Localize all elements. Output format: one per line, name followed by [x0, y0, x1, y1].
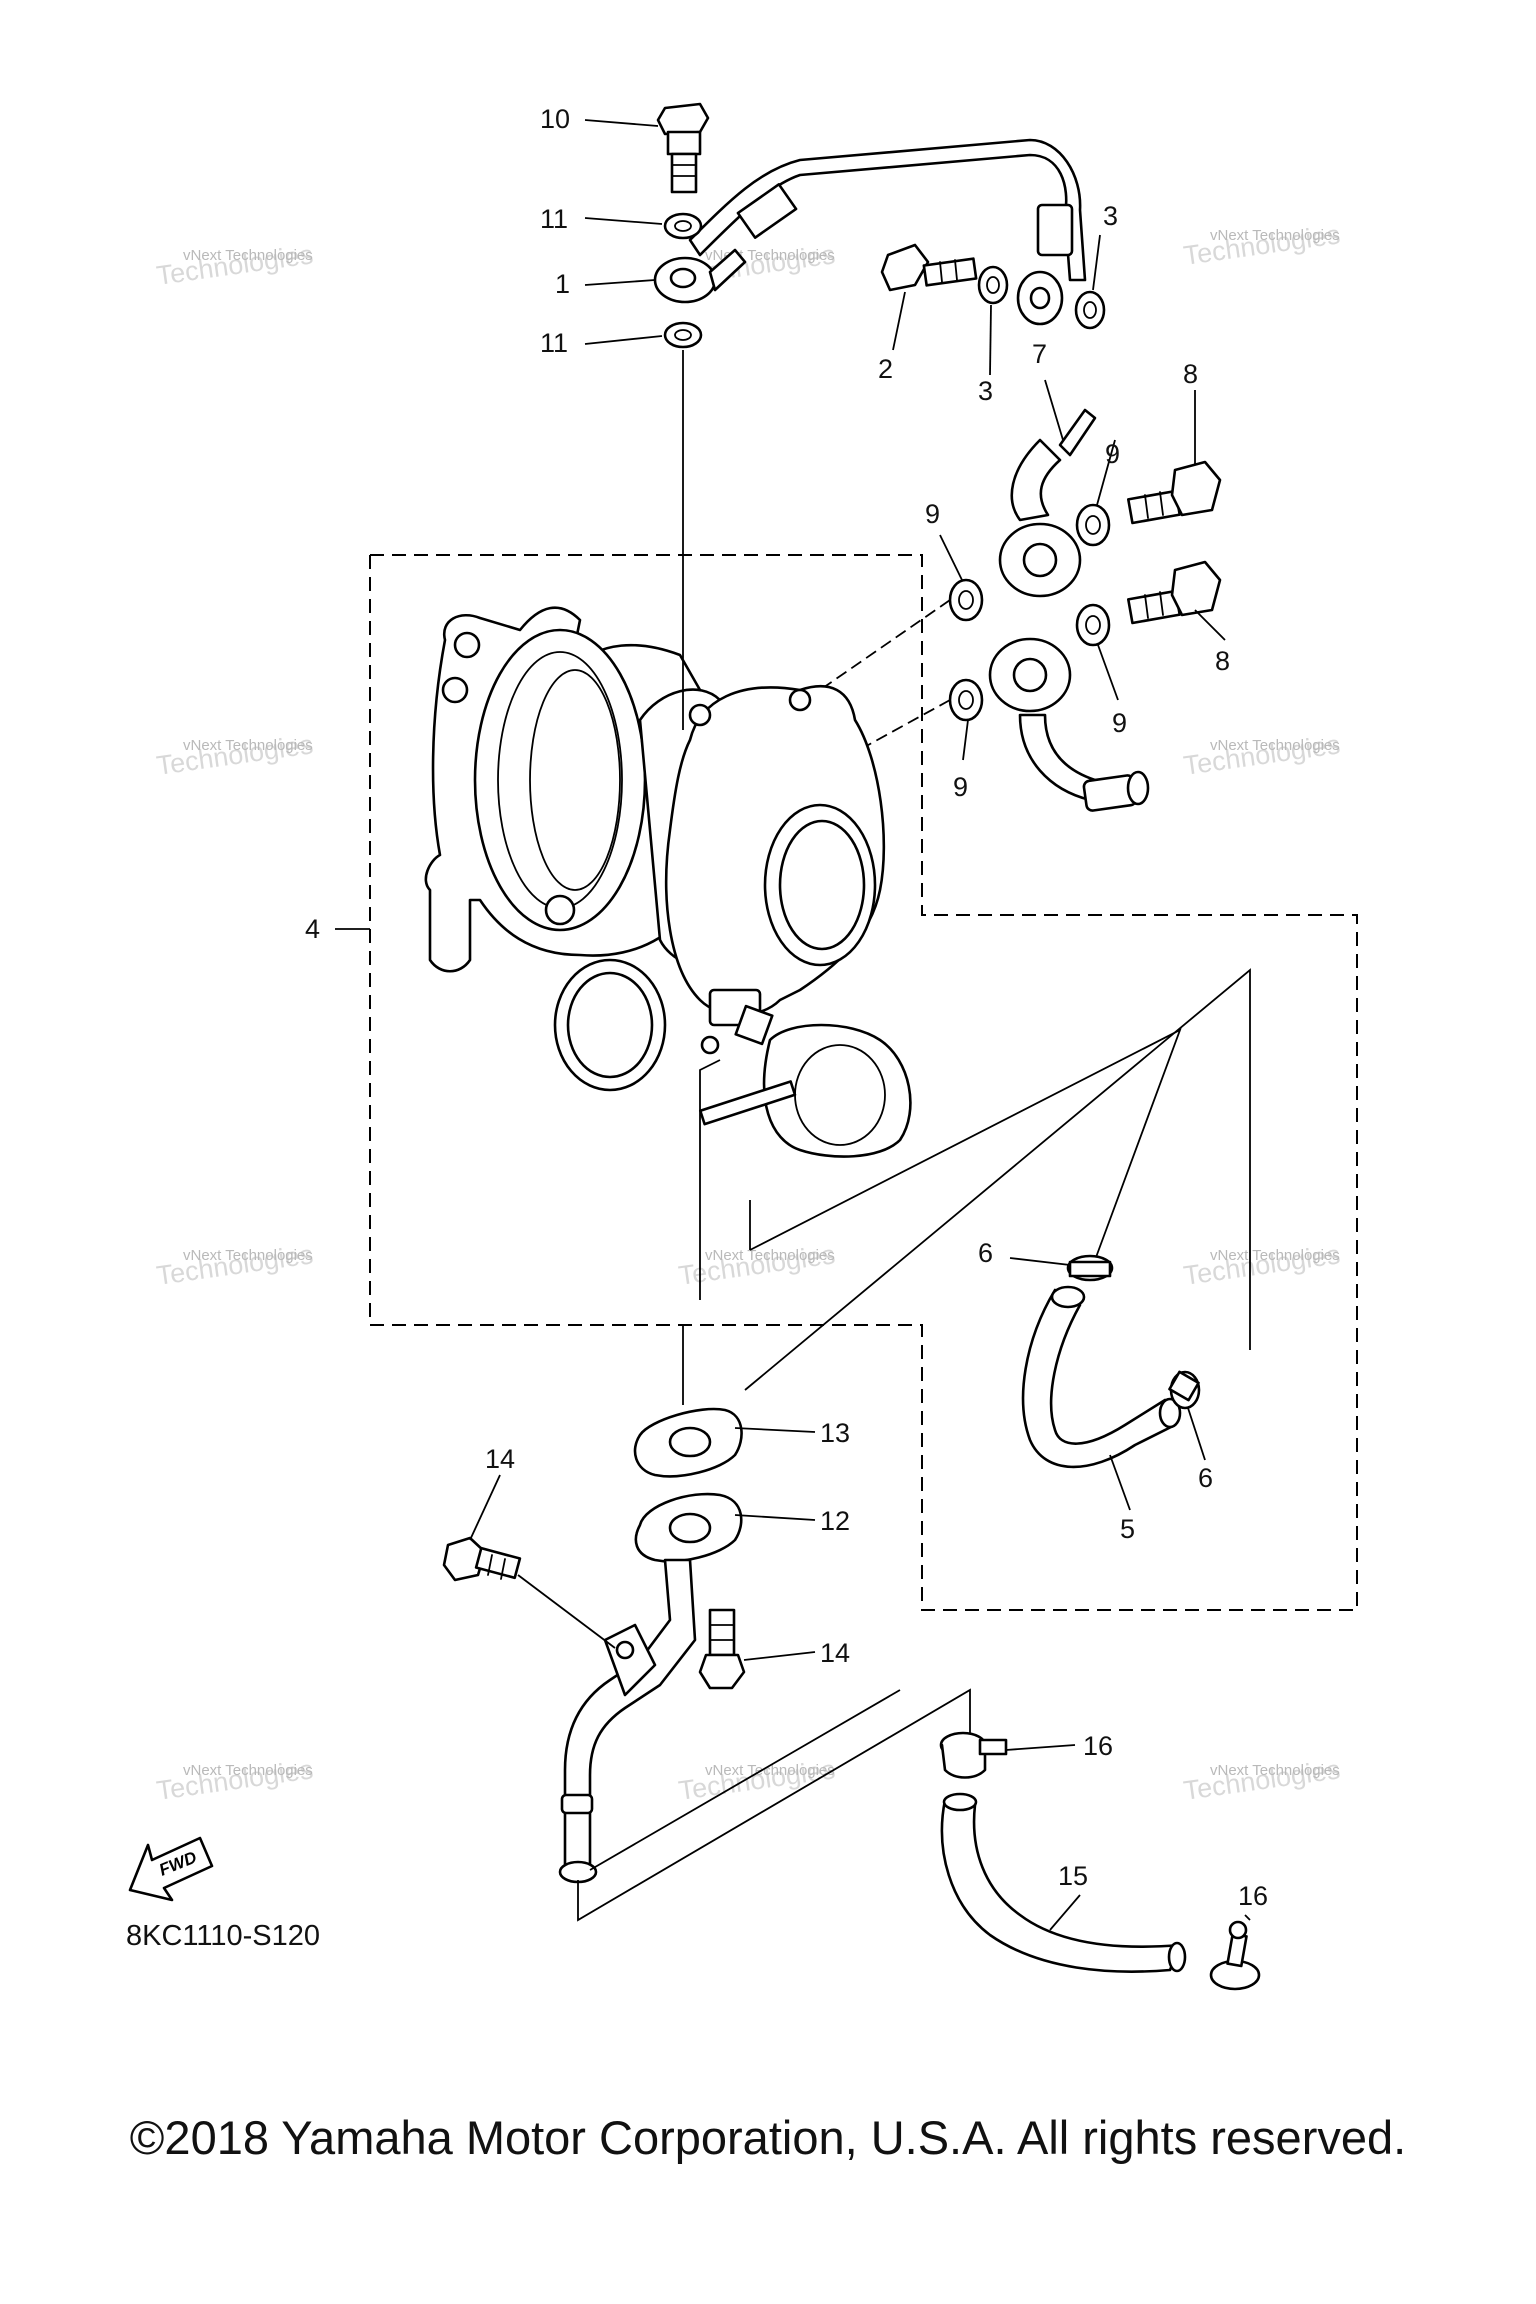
callout-1: 1 [555, 269, 570, 299]
callout-3-left: 3 [978, 376, 993, 406]
callout-16-lower: 16 [1238, 1881, 1268, 1911]
part-14-bolt-right-icon [698, 1608, 746, 1690]
watermark-bottom-center: vNext Technologies Technologies [677, 1754, 837, 1806]
part-3-gasket-right-icon [1074, 290, 1106, 330]
part-8-bolt-upper-icon [1126, 460, 1222, 525]
part-13-oil-return-gasket-icon [633, 1407, 743, 1478]
watermark-low-left: vNext Technologies Technologies [155, 1239, 315, 1291]
svg-text:vNext Technologies: vNext Technologies [705, 1247, 835, 1264]
turbo-assembly-outline [369, 554, 1358, 1611]
callout-5: 5 [1120, 1514, 1135, 1544]
callout-9-b: 9 [925, 499, 940, 529]
callout-14-left: 14 [485, 1444, 515, 1474]
watermark-top-right: vNext Technologies Technologies [1182, 219, 1342, 271]
callout-9-d: 9 [953, 772, 968, 802]
callout-labels: 10 11 1 11 2 3 3 7 8 8 9 9 9 9 4 6 6 5 1… [305, 104, 1268, 1911]
part-16-clamp-lower-icon [1209, 1920, 1261, 1991]
part-16-clamp-upper-icon [939, 1731, 1008, 1779]
part-2-union-bolt-icon [880, 243, 978, 292]
svg-text:vNext Technologies: vNext Technologies [705, 1762, 835, 1779]
callout-10: 10 [540, 104, 570, 134]
diagram-code: 8KC1110-S120 [126, 1920, 321, 1952]
callout-8-upper: 8 [1183, 359, 1198, 389]
callout-8-lower: 8 [1215, 646, 1230, 676]
watermark-mid-left: vNext Technologies Technologies [155, 729, 315, 781]
part-9-gasket-b-icon [948, 578, 984, 622]
callout-6-lower: 6 [1198, 1463, 1213, 1493]
svg-text:vNext Technologies: vNext Technologies [1210, 227, 1340, 244]
watermark-top-left: vNext Technologies Technologies [155, 239, 315, 291]
part-11-gasket-lower-icon [663, 321, 703, 349]
part-14-bolt-left-icon [442, 1536, 522, 1582]
callout-4: 4 [305, 914, 320, 944]
part-10-banjo-bolt-icon [656, 102, 710, 194]
svg-text:vNext Technologies: vNext Technologies [1210, 737, 1340, 754]
callout-9-a: 9 [1105, 439, 1120, 469]
watermark-bottom-left: vNext Technologies Technologies [155, 1754, 315, 1806]
callout-14-right: 14 [820, 1638, 850, 1668]
callout-12: 12 [820, 1506, 850, 1536]
pipe-nut-icon [1036, 203, 1074, 257]
part-12-oil-return-pipe-icon [558, 1492, 743, 1884]
part-6-clamp-lower-icon [1168, 1370, 1201, 1410]
callout-3-right: 3 [1103, 201, 1118, 231]
callout-11-upper: 11 [540, 204, 568, 234]
watermark-bottom-right: vNext Technologies Technologies [1182, 1754, 1342, 1806]
copyright-notice: ©2018 Yamaha Motor Corporation, U.S.A. A… [129, 2111, 1407, 2164]
watermark-mid-right: vNext Technologies Technologies [1182, 729, 1342, 781]
part-5-hose-icon [1021, 1288, 1177, 1469]
svg-text:vNext Technologies: vNext Technologies [183, 1247, 313, 1264]
watermark-low-right: vNext Technologies Technologies [1182, 1239, 1342, 1291]
callout-9-c: 9 [1112, 708, 1127, 738]
part-3-gasket-left-icon [977, 265, 1009, 305]
leader-lines [335, 119, 1251, 1931]
callout-6-upper: 6 [978, 1238, 993, 1268]
svg-text:vNext Technologies: vNext Technologies [183, 247, 313, 264]
svg-text:vNext Technologies: vNext Technologies [1210, 1762, 1340, 1779]
callout-15: 15 [1058, 1861, 1088, 1891]
fwd-arrow-icon: FWD [128, 1836, 214, 1902]
callout-13: 13 [820, 1418, 850, 1448]
part-9-gasket-a-icon [1075, 503, 1111, 547]
callout-2: 2 [878, 354, 893, 384]
part-8-bolt-lower-icon [1126, 560, 1222, 625]
part-4-turbocharger-icon [424, 606, 912, 1158]
svg-text:vNext Technologies: vNext Technologies [183, 737, 313, 754]
part-6-clamp-upper-icon [1066, 1254, 1114, 1282]
svg-text:vNext Technologies: vNext Technologies [183, 1762, 313, 1779]
part-1-banjo-union-icon [653, 248, 747, 304]
callout-16-upper: 16 [1083, 1731, 1113, 1761]
svg-text:vNext Technologies: vNext Technologies [1210, 1247, 1340, 1264]
part-9-gasket-d-icon [948, 678, 984, 722]
callout-11-lower: 11 [540, 328, 568, 358]
pipe-sleeve-icon [736, 183, 798, 239]
part-9-gasket-c-icon [1075, 603, 1111, 647]
part-11-gasket-upper-icon [663, 212, 703, 240]
callout-7: 7 [1032, 339, 1047, 369]
part-7-water-pipe-icon [988, 408, 1150, 812]
